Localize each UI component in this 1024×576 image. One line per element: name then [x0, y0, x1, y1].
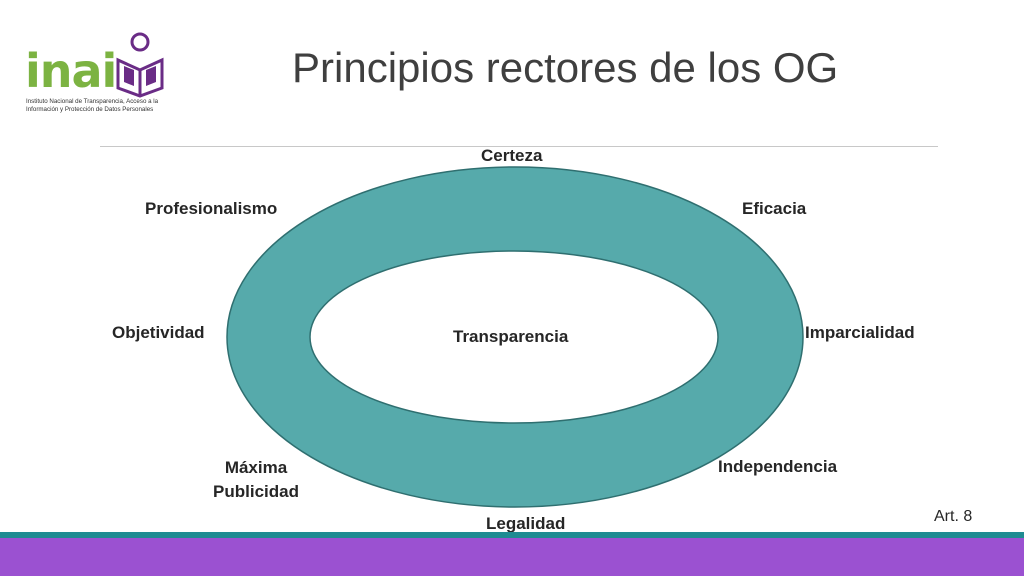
logo-wordmark: inai	[25, 44, 117, 98]
label-legalidad: Legalidad	[486, 514, 566, 533]
book-person-icon	[116, 32, 164, 98]
title-divider	[100, 146, 938, 147]
article-reference: Art. 8	[934, 508, 973, 525]
label-certeza: Certeza	[481, 146, 543, 165]
label-profesionalismo: Profesionalismo	[145, 199, 278, 218]
inai-logo: inai Instituto Nacional de Transparencia…	[22, 30, 172, 120]
label-independencia: Independencia	[718, 457, 838, 476]
inner-ellipse	[309, 250, 719, 424]
footer-teal-bar	[0, 532, 1024, 538]
logo-caption-line1: Instituto Nacional de Transparencia, Acc…	[26, 98, 159, 105]
center-label: Transparencia	[453, 327, 569, 346]
label-eficacia: Eficacia	[742, 199, 807, 218]
label-imparcialidad: Imparcialidad	[805, 323, 915, 342]
label-maxima: Máxima	[224, 458, 288, 477]
label-publicidad: Publicidad	[213, 482, 299, 501]
footer-purple-bar	[0, 538, 1024, 576]
logo-caption: Instituto Nacional de Transparencia, Acc…	[26, 98, 158, 114]
label-maxima-publicidad: Máxima Publicidad	[206, 456, 306, 504]
logo-caption-line2: Información y Protección de Datos Person…	[26, 106, 154, 113]
slide-title: Principios rectores de los OG	[292, 44, 839, 91]
label-objetividad: Objetividad	[112, 323, 205, 342]
